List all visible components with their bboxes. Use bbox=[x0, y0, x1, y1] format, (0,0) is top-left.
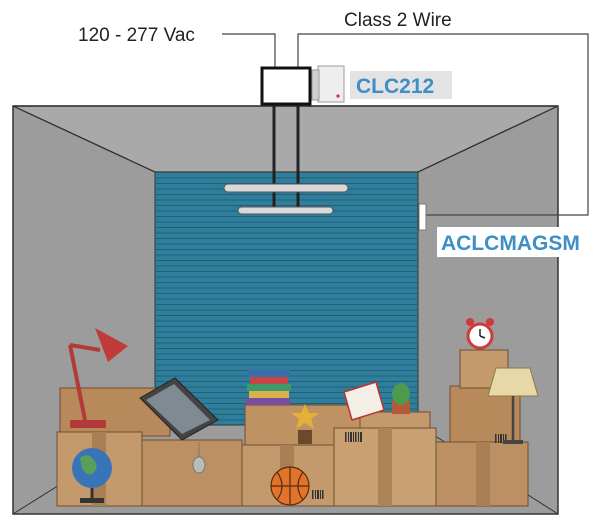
controller-label-bg bbox=[350, 71, 452, 99]
sensor-device-icon bbox=[311, 65, 345, 103]
magnetic-sensor-icon bbox=[418, 203, 427, 231]
magnetic-sensor bbox=[418, 203, 427, 231]
wiring bbox=[222, 33, 589, 216]
globe-icon bbox=[72, 448, 112, 503]
tape bbox=[476, 442, 490, 506]
sensor-label-bg bbox=[437, 227, 595, 257]
wire-label: Class 2 Wire bbox=[344, 10, 452, 31]
box-front-2 bbox=[141, 439, 243, 507]
device-body bbox=[317, 65, 345, 103]
power-wire bbox=[222, 33, 276, 68]
controller-label: CLC212 bbox=[356, 75, 434, 98]
basketball-icon bbox=[270, 466, 310, 506]
left-ceiling-edge bbox=[12, 105, 156, 173]
ceiling-light-icon bbox=[223, 183, 349, 215]
light-fixture-lower bbox=[237, 206, 334, 215]
room-outline bbox=[12, 105, 559, 515]
barcode-icon bbox=[312, 432, 507, 499]
light-fixture-upper bbox=[223, 183, 349, 193]
right-ceiling-edge bbox=[417, 105, 559, 173]
desk-lamp-icon bbox=[68, 328, 128, 428]
clutter-pile bbox=[56, 318, 539, 507]
trophy-icon bbox=[291, 404, 319, 444]
controller-box bbox=[260, 66, 312, 106]
cactus-icon bbox=[392, 383, 410, 414]
class2-wire bbox=[297, 33, 589, 216]
books-icon bbox=[246, 370, 291, 405]
voltage-label: 120 - 277 Vac bbox=[78, 25, 195, 46]
controller-box-icon bbox=[260, 66, 312, 106]
laptop-icon bbox=[139, 377, 219, 441]
notebook-icon bbox=[343, 381, 385, 421]
alarm-clock-icon bbox=[466, 318, 494, 350]
device-led bbox=[336, 94, 340, 98]
mouse-icon bbox=[192, 442, 206, 474]
sensor-label: ACLCMAGSM bbox=[441, 232, 580, 255]
floor-lamp-icon bbox=[487, 367, 539, 444]
device-side bbox=[311, 69, 320, 101]
tape bbox=[378, 428, 392, 506]
